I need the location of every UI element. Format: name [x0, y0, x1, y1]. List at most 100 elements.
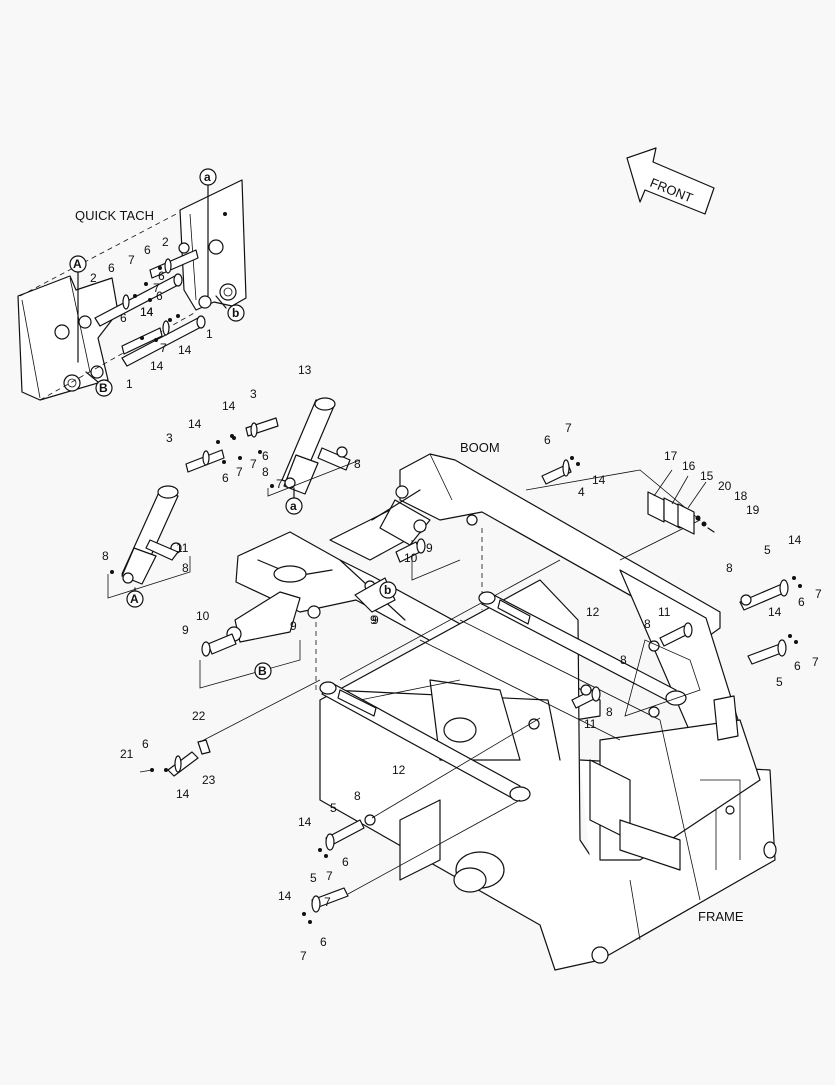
svg-text:17: 17	[664, 449, 678, 463]
svg-text:14: 14	[278, 889, 292, 903]
svg-text:21: 21	[120, 747, 134, 761]
svg-text:7: 7	[812, 655, 819, 669]
tilt-cylinder-left	[121, 485, 182, 597]
svg-text:14: 14	[768, 605, 782, 619]
svg-text:8: 8	[182, 561, 189, 575]
svg-text:B: B	[258, 664, 267, 678]
svg-text:11: 11	[176, 541, 189, 555]
svg-text:9: 9	[426, 541, 433, 555]
svg-text:20: 20	[718, 479, 732, 493]
svg-text:14: 14	[140, 305, 154, 319]
svg-text:6: 6	[108, 261, 115, 275]
svg-text:2: 2	[90, 271, 97, 285]
svg-text:9: 9	[290, 619, 297, 633]
svg-text:7: 7	[236, 465, 243, 479]
svg-text:9: 9	[370, 613, 377, 627]
svg-text:6: 6	[798, 595, 805, 609]
svg-text:5: 5	[764, 543, 771, 557]
svg-text:8: 8	[620, 653, 627, 667]
svg-text:6: 6	[544, 433, 551, 447]
svg-text:14: 14	[222, 399, 236, 413]
shim-stack	[647, 469, 715, 535]
svg-text:b: b	[232, 306, 239, 320]
svg-text:14: 14	[788, 533, 802, 547]
svg-text:9: 9	[372, 613, 379, 627]
svg-text:6: 6	[158, 269, 165, 283]
svg-text:8: 8	[726, 561, 733, 575]
svg-text:8: 8	[644, 617, 651, 631]
svg-text:12: 12	[392, 763, 406, 777]
svg-text:16: 16	[682, 459, 696, 473]
quick-tach-assembly: QUICK TACH	[17, 179, 247, 401]
svg-text:5: 5	[776, 675, 783, 689]
svg-text:8: 8	[354, 457, 361, 471]
part-number-labels: 2 6 7 6 2 6 14 6 7 14 1 14 1 6 7 14 13 3…	[90, 235, 822, 963]
svg-text:19: 19	[746, 503, 760, 517]
svg-text:6: 6	[222, 471, 229, 485]
svg-text:b: b	[384, 583, 391, 597]
pin-2-upper	[94, 273, 183, 327]
svg-text:6: 6	[262, 449, 269, 463]
svg-text:7: 7	[565, 421, 572, 435]
svg-text:11: 11	[584, 717, 597, 731]
svg-text:2: 2	[162, 235, 169, 249]
svg-text:14: 14	[150, 359, 164, 373]
svg-text:7: 7	[153, 281, 160, 295]
svg-text:7: 7	[300, 949, 307, 963]
svg-text:14: 14	[298, 815, 312, 829]
svg-text:A: A	[73, 257, 82, 271]
svg-text:6: 6	[142, 737, 149, 751]
svg-text:6: 6	[320, 935, 327, 949]
svg-text:a: a	[290, 499, 297, 513]
svg-text:12: 12	[586, 605, 600, 619]
svg-text:3: 3	[166, 431, 173, 445]
callout-B-mid: B	[254, 662, 272, 680]
callout-A-mid: A	[126, 590, 144, 608]
frame-assembly: FRAME	[319, 559, 777, 971]
svg-text:7: 7	[160, 341, 167, 355]
svg-text:3: 3	[250, 387, 257, 401]
svg-text:9: 9	[182, 623, 189, 637]
svg-text:8: 8	[354, 789, 361, 803]
svg-text:8: 8	[102, 549, 109, 563]
svg-text:B: B	[99, 381, 108, 395]
svg-text:18: 18	[734, 489, 748, 503]
svg-text:5: 5	[310, 871, 317, 885]
svg-text:7: 7	[250, 457, 257, 471]
svg-text:6: 6	[120, 311, 127, 325]
tilt-cylinder-right	[281, 397, 351, 501]
svg-text:6: 6	[156, 289, 163, 303]
pin-1-upper	[121, 315, 206, 367]
svg-text:14: 14	[140, 305, 154, 319]
svg-text:7: 7	[128, 253, 135, 267]
svg-text:A: A	[130, 592, 139, 606]
svg-text:15: 15	[700, 469, 714, 483]
svg-text:7: 7	[324, 895, 331, 909]
svg-text:6: 6	[794, 659, 801, 673]
callout-b-mid: b	[379, 581, 397, 599]
svg-text:14: 14	[176, 787, 190, 801]
callout-A-top: A	[69, 255, 87, 273]
svg-text:4: 4	[578, 485, 585, 499]
svg-text:8: 8	[606, 705, 613, 719]
svg-text:1: 1	[126, 377, 133, 391]
link-12-lower	[319, 681, 531, 802]
svg-text:10: 10	[404, 551, 418, 565]
svg-text:7: 7	[815, 587, 822, 601]
svg-text:13: 13	[298, 363, 312, 377]
callout-B-top: B	[95, 379, 113, 397]
svg-text:23: 23	[202, 773, 216, 787]
callout-b-top: b	[227, 304, 245, 322]
svg-text:8: 8	[262, 465, 269, 479]
boom-label: BOOM	[460, 440, 500, 455]
quick-tach-label: QUICK TACH	[75, 208, 154, 223]
svg-text:11: 11	[658, 605, 671, 619]
svg-text:6: 6	[144, 243, 151, 257]
svg-text:10: 10	[196, 609, 210, 623]
svg-text:a: a	[204, 170, 211, 184]
svg-text:14: 14	[178, 343, 192, 357]
svg-text:6: 6	[342, 855, 349, 869]
svg-text:7: 7	[326, 869, 333, 883]
